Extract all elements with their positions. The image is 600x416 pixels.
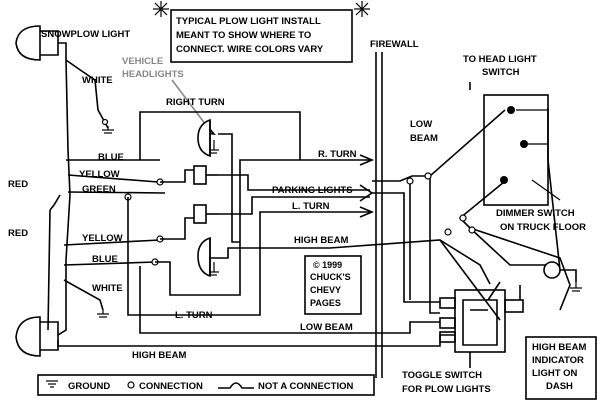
to-head-light-label-1: TO HEAD LIGHT [463, 54, 537, 65]
headlights-label: HEADLIGHTS [122, 69, 184, 80]
low-beam-wire [139, 266, 440, 334]
wire-label-white-bottom: WHITE [92, 283, 123, 294]
high-beam-mid-label: HIGH BEAM [294, 235, 348, 246]
asterisk-icon-left [153, 1, 169, 17]
low-beam-label-2: BEAM [410, 133, 438, 144]
l-turn-bottom-label: L. TURN [175, 310, 213, 321]
high-beam-wire [320, 334, 455, 347]
ground-icon [46, 380, 58, 388]
wire-label-red-top: RED [8, 179, 28, 190]
parking-lamp-bottom-icon [193, 204, 218, 224]
right-turn-wire [139, 111, 301, 160]
wire-label-green: GREEN [82, 184, 116, 195]
note-line-3: CONNECT. WIRE COLORS VARY [176, 44, 324, 55]
note-line-2: MEANT TO SHOW WHERE TO [176, 30, 311, 41]
connection-dot [468, 226, 476, 234]
connection-dot [444, 228, 452, 236]
wire-label-blue-bottom: BLUE [92, 254, 118, 265]
wire-label-yellow-bottom: YELLOW [82, 233, 123, 244]
connection-icon [127, 381, 135, 389]
toggle-switch-icon [439, 281, 524, 353]
headlamp-top-icon [197, 118, 219, 158]
left-harness-wires [47, 42, 320, 347]
ground-icon-white-bottom [97, 310, 109, 318]
toggle-label-1: TOGGLE SWITCH [402, 370, 482, 381]
legend-connection: CONNECTION [139, 381, 203, 392]
legend-not-connection: NOT A CONNECTION [258, 381, 353, 392]
right-wires [372, 109, 571, 314]
asterisk-icon-right [354, 1, 370, 17]
connection-dot [459, 214, 467, 222]
indicator-label-1: HIGH BEAM [532, 342, 586, 353]
firewall [375, 52, 383, 378]
note-box: TYPICAL PLOW LIGHT INSTALL MEANT TO SHOW… [170, 9, 353, 63]
copyright-line-1: © 1999 [313, 260, 342, 270]
connection-dot [424, 172, 432, 180]
wire-label-blue-top: BLUE [98, 152, 124, 163]
snowplow-light-label: SNOWPLOW LIGHT [41, 29, 130, 40]
indicator-label-3: LIGHT ON [532, 368, 578, 379]
parking-lights-label: PARKING LIGHTS [272, 185, 353, 196]
toggle-label-2: FOR PLOW LIGHTS [402, 384, 491, 395]
low-beam-bottom-label: LOW BEAM [300, 322, 353, 333]
dimmer-label-2: ON TRUCK FLOOR [500, 222, 586, 233]
high-beam-bottom-label: HIGH BEAM [132, 350, 186, 361]
not-connection-icon [218, 382, 254, 389]
copyright-line-3: CHEVY [310, 285, 341, 295]
ground-icon-white-top [101, 118, 114, 134]
vehicle-label: VEHICLE [122, 56, 163, 67]
indicator-box: HIGH BEAM INDICATOR LIGHT ON DASH [525, 336, 597, 400]
legend-ground: GROUND [68, 381, 110, 392]
snowplow-light-bottom-icon [15, 316, 59, 357]
to-head-light-label-2: SWITCH [482, 67, 520, 78]
connection-dot [406, 177, 414, 185]
parking-lamp-top-icon [193, 165, 218, 185]
firewall-label: FIREWALL [370, 39, 419, 50]
l-turn-mid-label: L. TURN [292, 201, 330, 212]
copyright-box: © 1999 CHUCK'S CHEVY PAGES [304, 255, 362, 315]
copyright-line-4: PAGES [310, 298, 341, 308]
r-turn-label: R. TURN [318, 149, 357, 160]
center-wires [127, 133, 501, 321]
wire-label-white-top: WHITE [82, 75, 113, 86]
indicator-label-2: INDICATOR [532, 355, 584, 366]
indicator-label-4: DASH [546, 381, 573, 392]
dimmer-label-1: DIMMER SWITCH [496, 208, 575, 219]
dimmer-switch-icon [483, 94, 561, 206]
wire-label-yellow-top: YELLOW [79, 169, 120, 180]
low-beam-label-1: LOW [410, 119, 432, 130]
headlamp-bottom-icon [197, 236, 219, 278]
note-line-1: TYPICAL PLOW LIGHT INSTALL [176, 16, 321, 27]
arrow-lines [300, 154, 375, 218]
legend: GROUND CONNECTION NOT A CONNECTION [37, 374, 375, 396]
copyright-line-2: CHUCK'S [310, 272, 351, 282]
wire-label-red-bottom: RED [8, 228, 28, 239]
indicator-lamp-icon [543, 261, 582, 292]
right-turn-label: RIGHT TURN [166, 97, 225, 108]
